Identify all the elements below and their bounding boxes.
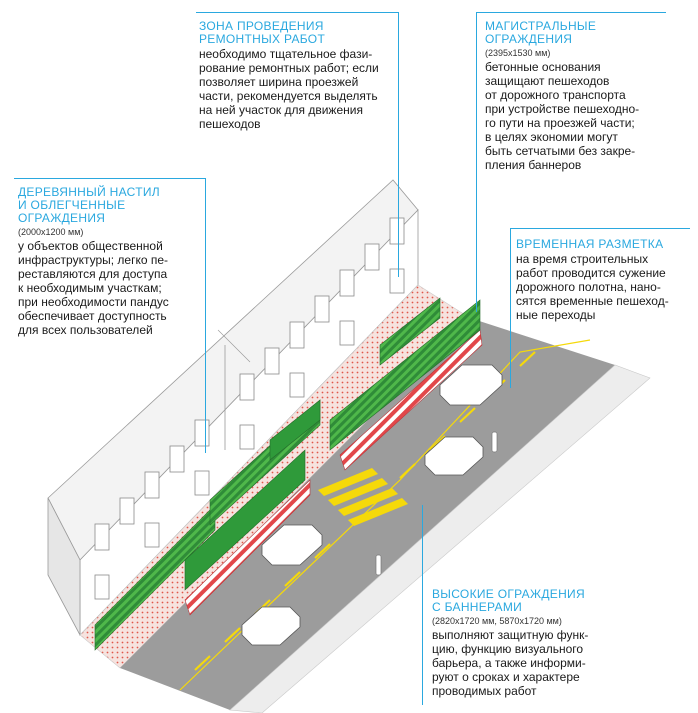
wooden-deck-title: ДЕРЕВЯННЫЙ НАСТИЛ И ОБЛЕГЧЕННЫЕ ОГРАЖДЕН… (18, 185, 160, 225)
annotation-high-barriers: ВЫСОКИЕ ОГРАЖДЕНИЯ С БАННЕРАМИ (2820x172… (432, 587, 632, 699)
leader-main-barriers (476, 12, 477, 312)
leader-high-barriers (422, 505, 423, 705)
wooden-deck-body: у объектов общественной инфраструктуры; … (18, 239, 169, 337)
repair-zone-title: ЗОНА ПРОВЕДЕНИЯ РЕМОНТНЫХ РАБОТ (199, 19, 326, 46)
leader-wooden-deck (205, 178, 206, 453)
high-barriers-title: ВЫСОКИЕ ОГРАЖДЕНИЯ С БАННЕРАМИ (432, 587, 585, 614)
far-sidewalk (229, 364, 651, 713)
annotation-temp-marking: ВРЕМЕННАЯ РАЗМЕТКА на время строительных… (516, 237, 696, 323)
repair-zone-body: необходимо тщательное фази- рование ремо… (199, 47, 379, 131)
banner-barriers (94, 297, 481, 651)
leader-temp-marking (510, 228, 511, 388)
annotation-repair-zone: ЗОНА ПРОВЕДЕНИЯ РЕМОНТНЫХ РАБОТ необходи… (199, 19, 399, 132)
main-barriers-title: МАГИСТРАЛЬНЫЕ ОГРАЖДЕНИЯ (485, 19, 597, 46)
high-barriers-body: выполняют защитную функ- цию, функцию ви… (432, 628, 589, 698)
concrete-barriers (184, 329, 483, 616)
main-barriers-body: бетонные основания защищают пешеходов от… (485, 60, 640, 172)
wooden-deck-dims: (2000x1200 мм) (18, 227, 84, 237)
leader-wooden-deck-top (14, 178, 205, 179)
leader-temp-marking-top (510, 228, 690, 229)
high-barriers-dims: (2820x1720 мм, 5870x1720 мм) (432, 616, 562, 626)
annotation-wooden-deck: ДЕРЕВЯННЫЙ НАСТИЛ И ОБЛЕГЧЕННЫЕ ОГРАЖДЕН… (18, 185, 203, 338)
cars (241, 364, 503, 646)
leader-repair-zone-top (196, 12, 398, 13)
leader-main-barriers-top (476, 12, 666, 13)
temp-marking-title: ВРЕМЕННАЯ РАЗМЕТКА (516, 237, 664, 251)
main-barriers-dims: (2395x1530 мм) (485, 48, 551, 58)
building (47, 179, 419, 636)
building-windows (94, 217, 405, 600)
annotation-main-barriers: МАГИСТРАЛЬНЫЕ ОГРАЖДЕНИЯ (2395x1530 мм) … (485, 19, 685, 173)
temp-marking-body: на время строительных работ проводится с… (516, 252, 669, 322)
crosswalk (318, 468, 408, 526)
pedestrians (375, 431, 498, 576)
leader-repair-zone (398, 12, 399, 277)
